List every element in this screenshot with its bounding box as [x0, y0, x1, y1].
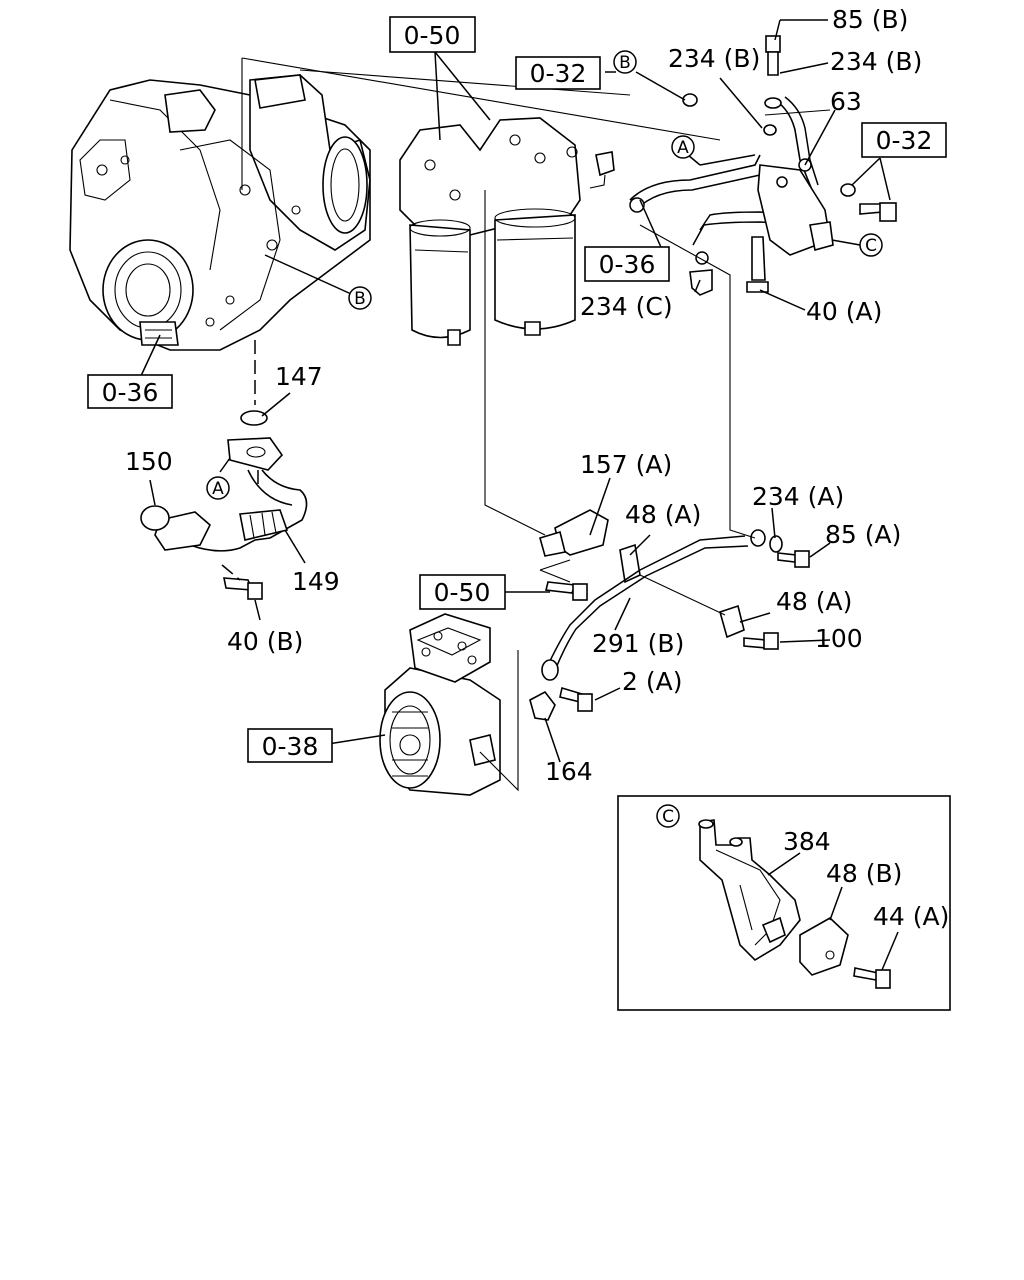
callout-a-top: A: [671, 135, 695, 159]
callout-b-turbo: B: [348, 286, 372, 310]
part-label-150: 150: [125, 447, 173, 476]
ref-box-036-mid-label: 0-36: [599, 250, 656, 279]
callout-a-top-label: A: [677, 138, 689, 158]
air-compressor: [379, 613, 501, 796]
callout-c-bracket: C: [859, 233, 883, 257]
ref-box-050-mid[interactable]: 0-50: [419, 574, 506, 610]
part-label-147: 147: [275, 362, 323, 391]
ref-box-050-top[interactable]: 0-50: [389, 16, 476, 53]
callout-b-top-label: B: [619, 53, 631, 73]
ref-box-050-mid-label: 0-50: [434, 578, 491, 607]
ref-box-032-top[interactable]: 0-32: [515, 56, 601, 90]
fuel-filter-assembly: [399, 117, 615, 346]
callout-a-left-label: A: [212, 479, 224, 499]
ref-box-038[interactable]: 0-38: [247, 728, 333, 763]
callout-c-bracket-label: C: [865, 236, 877, 256]
part-label-48A-b: 48 (A): [776, 587, 852, 616]
callout-c-inset-label: C: [662, 807, 674, 827]
leader-lines: [139, 19, 891, 792]
part-label-234B-b: 234 (B): [830, 47, 922, 76]
callout-b-top: B: [613, 50, 637, 74]
ref-box-050-top-label: 0-50: [404, 21, 461, 50]
part-label-63: 63: [830, 87, 862, 116]
callout-a-left: A: [206, 476, 230, 500]
fittings-top-right: [682, 35, 897, 222]
part-label-85B: 85 (B): [832, 5, 908, 34]
part-label-48B: 48 (B): [826, 859, 902, 888]
part-label-100: 100: [815, 624, 863, 653]
ref-box-036-left-label: 0-36: [102, 378, 159, 407]
turbocharger: [69, 74, 371, 351]
callout-c-inset: C: [656, 804, 680, 828]
part-label-291B: 291 (B): [592, 629, 684, 658]
part-label-44A: 44 (A): [873, 902, 949, 931]
ref-box-036-left[interactable]: 0-36: [87, 374, 173, 409]
part-label-234C: 234 (C): [580, 292, 673, 321]
part-label-40B: 40 (B): [227, 627, 303, 656]
oil-inlet-pipe-149: [140, 410, 308, 600]
callout-b-turbo-label: B: [354, 289, 366, 309]
ref-box-032-top-label: 0-32: [530, 59, 587, 88]
part-label-48A-a: 48 (A): [625, 500, 701, 529]
oil-pipe-63-assembly: [629, 96, 834, 296]
part-label-85A: 85 (A): [825, 520, 901, 549]
part-label-40A: 40 (A): [806, 297, 882, 326]
ref-box-038-label: 0-38: [262, 732, 319, 761]
part-label-164: 164: [545, 757, 593, 786]
part-label-384: 384: [783, 827, 831, 856]
part-label-149: 149: [292, 567, 340, 596]
part-label-234B-a: 234 (B): [668, 44, 760, 73]
part-label-157A: 157 (A): [580, 450, 672, 479]
ref-box-032-right[interactable]: 0-32: [861, 122, 947, 158]
ref-box-032-right-label: 0-32: [876, 126, 933, 155]
part-label-2A: 2 (A): [622, 667, 682, 696]
inset-c-detail: [617, 795, 951, 1011]
ref-box-036-mid[interactable]: 0-36: [584, 246, 670, 282]
part-label-234A: 234 (A): [752, 482, 844, 511]
